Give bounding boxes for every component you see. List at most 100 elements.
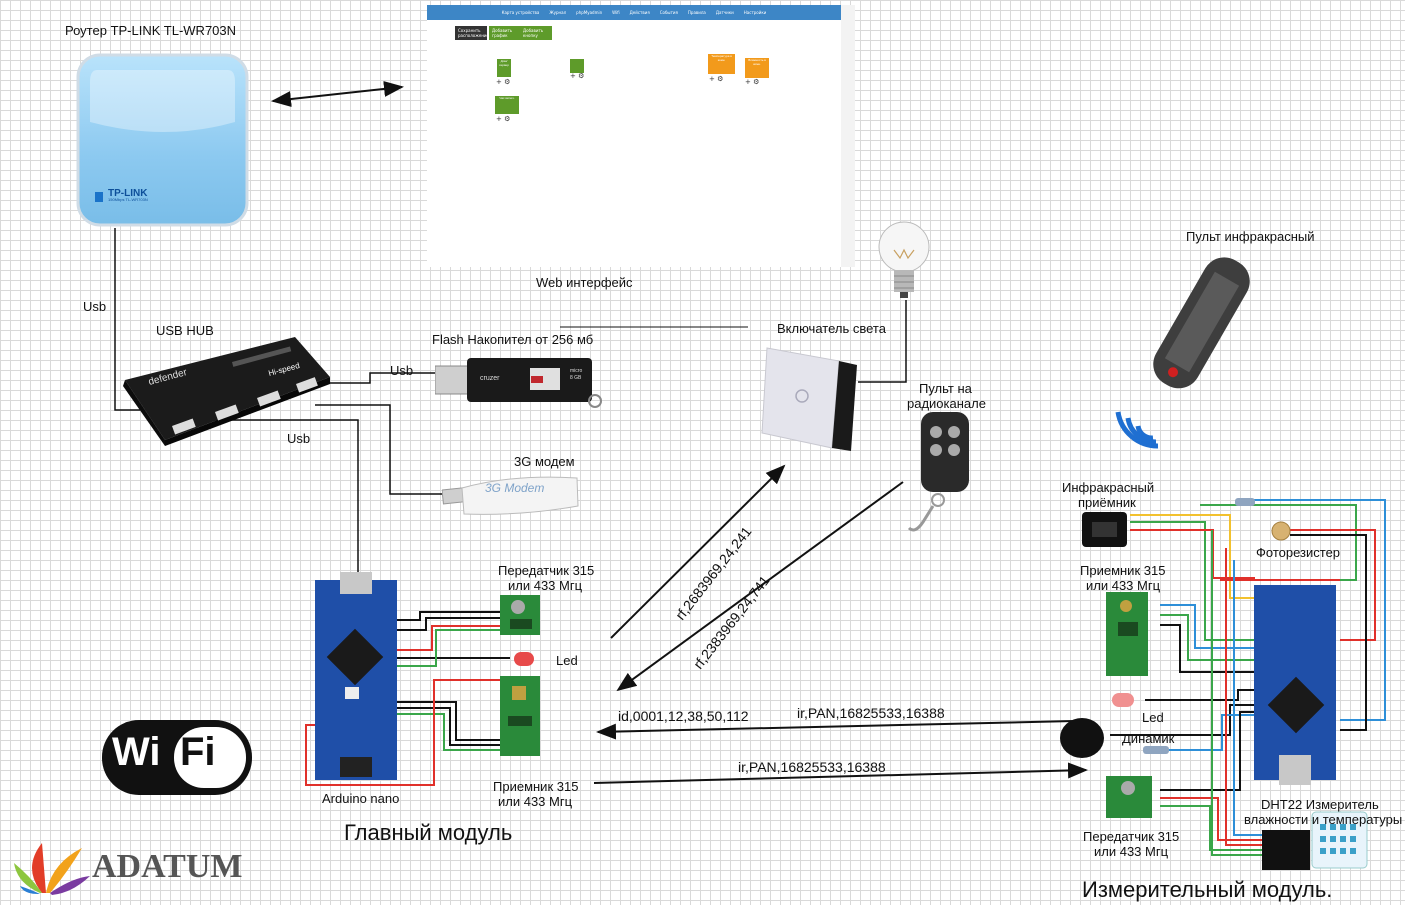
web-tile[interactable]: Влажность в комн. bbox=[745, 58, 769, 78]
web-nav: Карта устройства Журнал phpMyadmin Wifi … bbox=[427, 5, 841, 20]
router-image bbox=[76, 53, 249, 227]
web-tile-controls: + ⚙ bbox=[570, 72, 585, 80]
web-nav-item[interactable]: Датчики bbox=[715, 10, 734, 15]
usb-label: Usb bbox=[390, 363, 414, 378]
tx-main-label-1: Передатчик 315 bbox=[498, 563, 595, 578]
adatum-logo-text: ADATUM bbox=[92, 848, 243, 885]
modem-text: 3G Modem bbox=[485, 481, 545, 495]
web-tile-controls: + ⚙ bbox=[496, 115, 511, 123]
resistor-2-image bbox=[1143, 746, 1169, 754]
ir-receiver-image bbox=[1082, 512, 1127, 547]
web-nav-item[interactable]: Журнал bbox=[549, 10, 567, 15]
flash-label: Flash Накопител от 256 мб bbox=[432, 332, 594, 347]
receiver-meas-image bbox=[1106, 592, 1148, 676]
rf-down-arrow bbox=[616, 481, 904, 692]
led-main-image bbox=[514, 652, 534, 666]
web-save-button[interactable]: Сохранить расположение bbox=[455, 26, 489, 40]
web-tile[interactable]: Час включ. bbox=[495, 96, 519, 114]
router-brand: TP-LINK bbox=[108, 188, 148, 199]
hub-arduino-wire bbox=[205, 419, 359, 575]
transmitter-main-image bbox=[500, 595, 540, 635]
web-tile-controls: + ⚙ bbox=[745, 78, 760, 86]
light-bulb-image bbox=[878, 221, 930, 298]
router-label: Роутер TP-LINK TL-WR703N bbox=[65, 23, 237, 38]
wifi-logo bbox=[102, 720, 252, 795]
wifi-text-1: Wi bbox=[112, 730, 161, 774]
photoresistor-image bbox=[1271, 521, 1291, 541]
web-interface-screenshot: Карта устройства Журнал phpMyadmin Wifi … bbox=[427, 5, 855, 267]
photoresistor-label: Фоторезистер bbox=[1256, 545, 1341, 560]
flash-drive-image bbox=[435, 358, 602, 408]
web-nav-item[interactable]: Настройки bbox=[743, 10, 767, 15]
radio-remote-image bbox=[907, 412, 969, 532]
web-add-chart-button[interactable]: Добавить график bbox=[489, 26, 521, 40]
wifi-text-2: Fi bbox=[180, 730, 216, 774]
flash-size-2: 8 GB bbox=[570, 375, 582, 381]
meas-module-title: Измерительный модуль. bbox=[1082, 877, 1333, 902]
speaker-image bbox=[1060, 718, 1104, 758]
ir-remote-image bbox=[1153, 257, 1250, 389]
ir-in-arrow bbox=[596, 720, 1075, 740]
led-main-label: Led bbox=[556, 653, 578, 668]
radio-remote-label-1: Пульт на bbox=[919, 381, 972, 396]
ir-receiver-label-1: Инфракрасный bbox=[1062, 480, 1155, 495]
web-nav-item[interactable]: События bbox=[659, 10, 678, 15]
web-add-button-button[interactable]: Добавить кнопку bbox=[520, 26, 552, 40]
ir-waves-icon bbox=[1115, 411, 1159, 449]
router-model: 150Mbps TL-WR703N bbox=[108, 197, 148, 202]
web-nav-item[interactable]: phpMyadmin bbox=[576, 10, 603, 15]
web-tile[interactable]: Дом/сервер bbox=[497, 59, 511, 77]
web-nav-item[interactable]: Wifi bbox=[612, 10, 620, 15]
rf-up-arrow bbox=[610, 464, 786, 639]
arduino-main-image bbox=[315, 572, 397, 780]
arduino-meas-image bbox=[1254, 585, 1336, 785]
ir-in-signal: ir,PAN,16825533,16388 bbox=[797, 705, 945, 721]
led-meas-label: Led bbox=[1142, 710, 1164, 725]
resistor-image bbox=[1235, 498, 1255, 506]
ir-receiver-label-2: приёмник bbox=[1078, 495, 1136, 510]
rx-main-label-2: или 433 Мгц bbox=[498, 794, 573, 809]
light-switch-label: Включатель света bbox=[777, 321, 886, 336]
tx-meas-label-2: или 433 Мгц bbox=[1094, 844, 1169, 859]
rx-meas-label-2: или 433 Мгц bbox=[1086, 578, 1161, 593]
dht22-label-2: влажности и температуры bbox=[1244, 812, 1403, 827]
usb-hub-image bbox=[123, 337, 330, 446]
usb-hub-label: USB HUB bbox=[156, 323, 214, 338]
light-switch-image bbox=[761, 347, 857, 451]
dht22-label-1: DHT22 Измеритель bbox=[1261, 797, 1379, 812]
web-nav-item[interactable]: Карта устройства bbox=[501, 10, 540, 15]
modem-label: 3G модем bbox=[514, 454, 575, 469]
ir-out-arrow bbox=[593, 762, 1088, 784]
flash-size-1: micro bbox=[570, 368, 583, 374]
transmitter-meas-image bbox=[1106, 776, 1152, 818]
ir-out-signal: ir,PAN,16825533,16388 bbox=[738, 759, 886, 775]
tx-meas-label-1: Передатчик 315 bbox=[1083, 829, 1180, 844]
rx-meas-label-1: Приемник 315 bbox=[1080, 563, 1166, 578]
usb-label: Usb bbox=[287, 431, 311, 446]
arduino-label: Arduino nano bbox=[322, 791, 400, 806]
web-nav-item[interactable]: Правила bbox=[687, 10, 706, 15]
lamp-switch-wire bbox=[858, 300, 907, 383]
main-module-title: Главный модуль bbox=[344, 820, 513, 845]
tx-main-label-2: или 433 Мгц bbox=[508, 578, 583, 593]
speaker-label: Динамик bbox=[1122, 731, 1175, 746]
web-tile-controls: + ⚙ bbox=[496, 78, 511, 86]
led-meas-image bbox=[1112, 693, 1134, 707]
web-tile[interactable]: Температура в комн. bbox=[708, 54, 735, 74]
web-tile[interactable] bbox=[570, 59, 584, 73]
dht22-image bbox=[1262, 811, 1368, 870]
adatum-logo-icon bbox=[14, 843, 90, 895]
receiver-main-image bbox=[500, 676, 540, 756]
id-signal: id,0001,12,38,50,112 bbox=[618, 708, 749, 724]
flash-brand: cruzer bbox=[480, 375, 500, 382]
radio-remote-label-2: радиоканале bbox=[907, 396, 986, 411]
router-hub-wire bbox=[114, 228, 140, 411]
web-nav-item[interactable]: Действия bbox=[629, 10, 650, 15]
web-interface-label: Web интерфейс bbox=[536, 275, 633, 290]
rx-main-label-1: Приемник 315 bbox=[493, 779, 579, 794]
hub-modem-wire bbox=[315, 404, 445, 495]
hub-flash-wire bbox=[325, 372, 440, 384]
web-tile-controls: + ⚙ bbox=[709, 75, 724, 83]
router-web-arrow bbox=[271, 80, 404, 108]
